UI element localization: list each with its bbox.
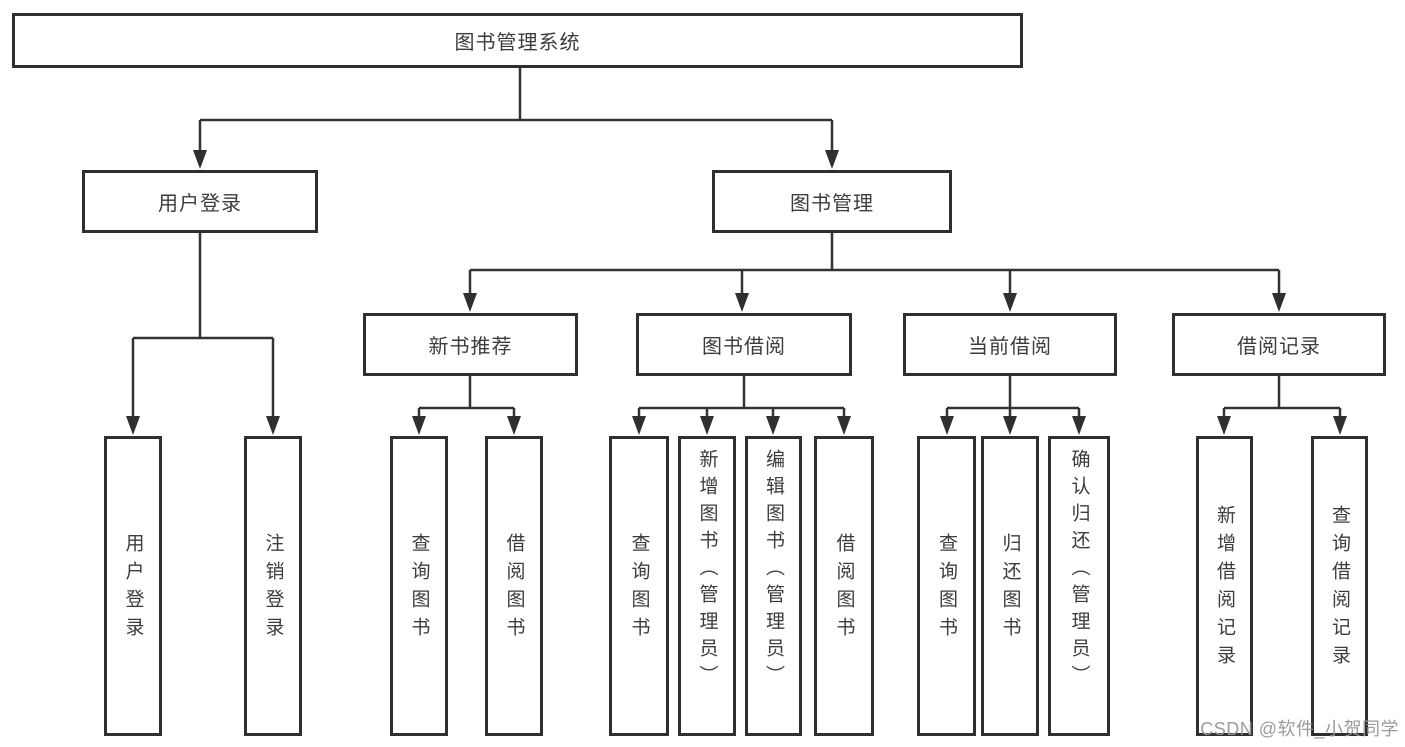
node-library-management-system: 图书管理系统	[12, 13, 1023, 68]
node-current-borrowing: 当前借阅	[903, 313, 1117, 376]
leaf-query-books-current: 查询图书	[917, 436, 976, 736]
watermark: CSDN @软件_小贺同学	[1200, 719, 1399, 739]
leaf-add-borrow-record: 新增借阅记录	[1196, 436, 1253, 736]
leaf-user-login: 用户登录	[104, 436, 162, 736]
leaf-edit-books-admin: 编辑图书（管理员）	[745, 436, 802, 736]
leaf-query-borrow-record: 查询借阅记录	[1311, 436, 1368, 736]
leaf-confirm-return-admin: 确认归还（管理员）	[1048, 436, 1110, 736]
leaf-query-books-recommend: 查询图书	[390, 436, 448, 736]
node-book-borrowing: 图书借阅	[636, 313, 852, 376]
leaf-logout: 注销登录	[244, 436, 302, 736]
leaf-query-books-borrowing: 查询图书	[609, 436, 669, 736]
node-book-management: 图书管理	[712, 170, 952, 233]
leaf-add-books-admin: 新增图书（管理员）	[678, 436, 736, 736]
leaf-borrow-books-borrowing: 借阅图书	[814, 436, 874, 736]
node-new-book-recommend: 新书推荐	[363, 313, 578, 376]
leaf-borrow-books-recommend: 借阅图书	[485, 436, 543, 736]
node-borrowing-records: 借阅记录	[1172, 313, 1386, 376]
leaf-return-books: 归还图书	[981, 436, 1039, 736]
node-user-login: 用户登录	[82, 170, 318, 233]
